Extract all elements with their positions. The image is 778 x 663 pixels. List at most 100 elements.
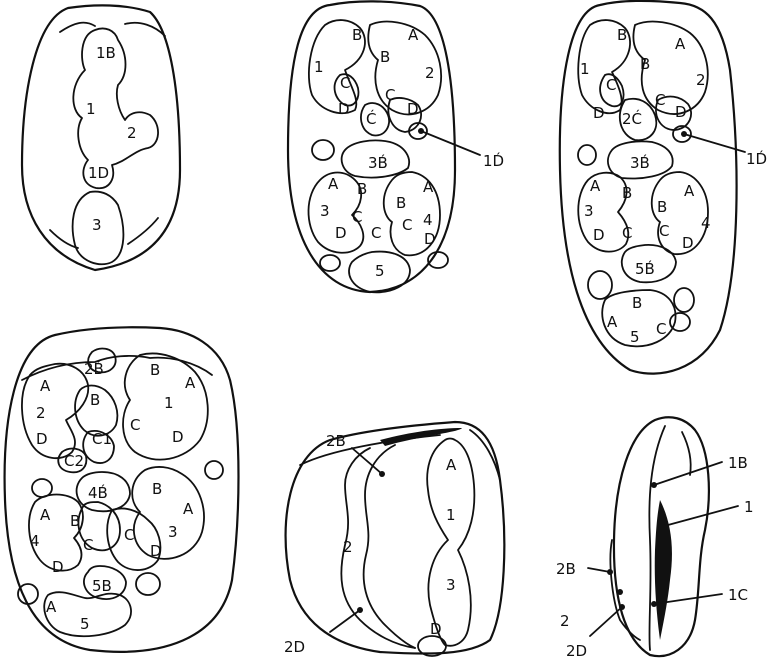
label-B4: B bbox=[70, 512, 80, 530]
label-2: 2 bbox=[127, 124, 137, 142]
label-1: 1 bbox=[446, 506, 456, 524]
label-D4: D bbox=[682, 234, 694, 252]
label-1: 1 bbox=[164, 394, 174, 412]
label-A1: A bbox=[185, 374, 196, 392]
label-C2: C2 bbox=[64, 452, 84, 470]
label-B5: B bbox=[632, 294, 642, 312]
label-C1a: C bbox=[130, 416, 140, 434]
label-2Bprime: 2B́ bbox=[84, 359, 104, 378]
label-B2: B bbox=[380, 48, 390, 66]
label-2B: 2B bbox=[326, 432, 346, 450]
label-D2: D bbox=[36, 430, 48, 448]
label-D3: D bbox=[335, 224, 347, 242]
label-3: 3 bbox=[320, 202, 330, 220]
label-3Bprime: 3B́ bbox=[630, 153, 650, 172]
label-3: 3 bbox=[584, 202, 594, 220]
label-B1: B bbox=[150, 361, 160, 379]
label-B4: B bbox=[657, 198, 667, 216]
label-D2: D bbox=[675, 103, 687, 121]
label-1: 1 bbox=[314, 58, 324, 76]
label-C2: C bbox=[385, 86, 395, 104]
label-2: 2 bbox=[560, 612, 570, 630]
label-5: 5 bbox=[80, 615, 90, 633]
tooth-a: 1B 1 2 1D 3 bbox=[22, 5, 180, 270]
label-2: 2 bbox=[343, 538, 353, 556]
tooth-e: 2B A 1 2 3 D 2D bbox=[284, 422, 504, 656]
label-A5: A bbox=[607, 313, 618, 331]
label-A4: A bbox=[684, 182, 695, 200]
label-C: C bbox=[606, 76, 616, 94]
label-B3: B bbox=[152, 480, 162, 498]
label-4: 4 bbox=[30, 532, 40, 550]
label-3: 3 bbox=[446, 576, 456, 594]
label-B3: B bbox=[357, 180, 367, 198]
label-C3: C bbox=[622, 224, 632, 242]
label-4: 4 bbox=[701, 214, 711, 232]
label-A2: A bbox=[40, 377, 51, 395]
label-2B: 2B bbox=[556, 560, 576, 578]
label-C4: C bbox=[402, 216, 412, 234]
label-D: D bbox=[430, 620, 442, 638]
label-1: 1 bbox=[86, 100, 96, 118]
label-2: 2 bbox=[36, 404, 46, 422]
label-A3: A bbox=[328, 175, 339, 193]
label-A: A bbox=[446, 456, 457, 474]
label-1: 1 bbox=[580, 60, 590, 78]
label-2Cprime: 2Ć bbox=[622, 109, 642, 128]
label-A4: A bbox=[423, 178, 434, 196]
label-5: 5 bbox=[375, 262, 385, 280]
label-C4: C bbox=[83, 536, 93, 554]
label-D3: D bbox=[593, 226, 605, 244]
label-C5: C bbox=[656, 320, 666, 338]
label-4: 4 bbox=[423, 211, 433, 229]
label-1Dprime: 1D́ bbox=[746, 149, 767, 168]
label-3: 3 bbox=[168, 523, 178, 541]
label-C3: C bbox=[352, 208, 362, 226]
label-A5: A bbox=[46, 598, 57, 616]
label-A4: A bbox=[40, 506, 51, 524]
label-4Bprime: 4B́ bbox=[88, 483, 108, 502]
label-B: B bbox=[352, 26, 362, 44]
label-C3: C bbox=[124, 526, 134, 544]
label-1B: 1B bbox=[728, 454, 748, 472]
label-B4: B bbox=[396, 194, 406, 212]
label-1C: 1C bbox=[728, 586, 748, 604]
label-D4: D bbox=[52, 558, 64, 576]
label-A3: A bbox=[183, 500, 194, 518]
label-A: A bbox=[408, 26, 419, 44]
label-C4: C bbox=[659, 222, 669, 240]
label-C: C bbox=[340, 74, 350, 92]
tooth-d: 2B́ B A A B 1 2 C D C1 D C2 4B́ B A B A … bbox=[5, 327, 239, 652]
label-Cprime: Ć bbox=[366, 109, 376, 128]
label-C4a: C bbox=[371, 224, 381, 242]
label-B3: B bbox=[622, 184, 632, 202]
label-D: D bbox=[338, 100, 350, 118]
label-2: 2 bbox=[696, 71, 706, 89]
label-1: 1 bbox=[744, 498, 754, 516]
label-D4: D bbox=[424, 230, 436, 248]
label-D2: D bbox=[407, 100, 419, 118]
label-2: 2 bbox=[425, 64, 435, 82]
label-C1: C1 bbox=[92, 430, 112, 448]
tooth-b: B A 1 B 2 C C Ć D D 1D́ 3B́ A B B A 3 C… bbox=[288, 1, 504, 292]
tooth-c: B A 1 C B 2 C 2Ć D D 1D́ 3B́ A B A 3 B … bbox=[560, 1, 767, 374]
label-5B: 5B bbox=[92, 577, 112, 595]
label-B: B bbox=[617, 26, 627, 44]
label-A: A bbox=[675, 35, 686, 53]
label-5Bprime: 5B́ bbox=[635, 259, 655, 278]
label-1D: 1D bbox=[88, 164, 109, 182]
label-D3: D bbox=[150, 542, 162, 560]
label-1Dprime: 1D́ bbox=[483, 151, 504, 170]
label-D1: D bbox=[172, 428, 184, 446]
label-D: D bbox=[593, 104, 605, 122]
label-2D: 2D bbox=[566, 642, 587, 660]
label-3: 3 bbox=[92, 216, 102, 234]
label-1B: 1B bbox=[96, 44, 116, 62]
label-5: 5 bbox=[630, 328, 640, 346]
tooth-f: 1B 1 2B 1C 2 2D bbox=[556, 417, 754, 660]
label-3Bprime: 3B́ bbox=[368, 153, 388, 172]
label-C2: C bbox=[655, 91, 665, 109]
label-A3: A bbox=[590, 177, 601, 195]
label-2D: 2D bbox=[284, 638, 305, 656]
